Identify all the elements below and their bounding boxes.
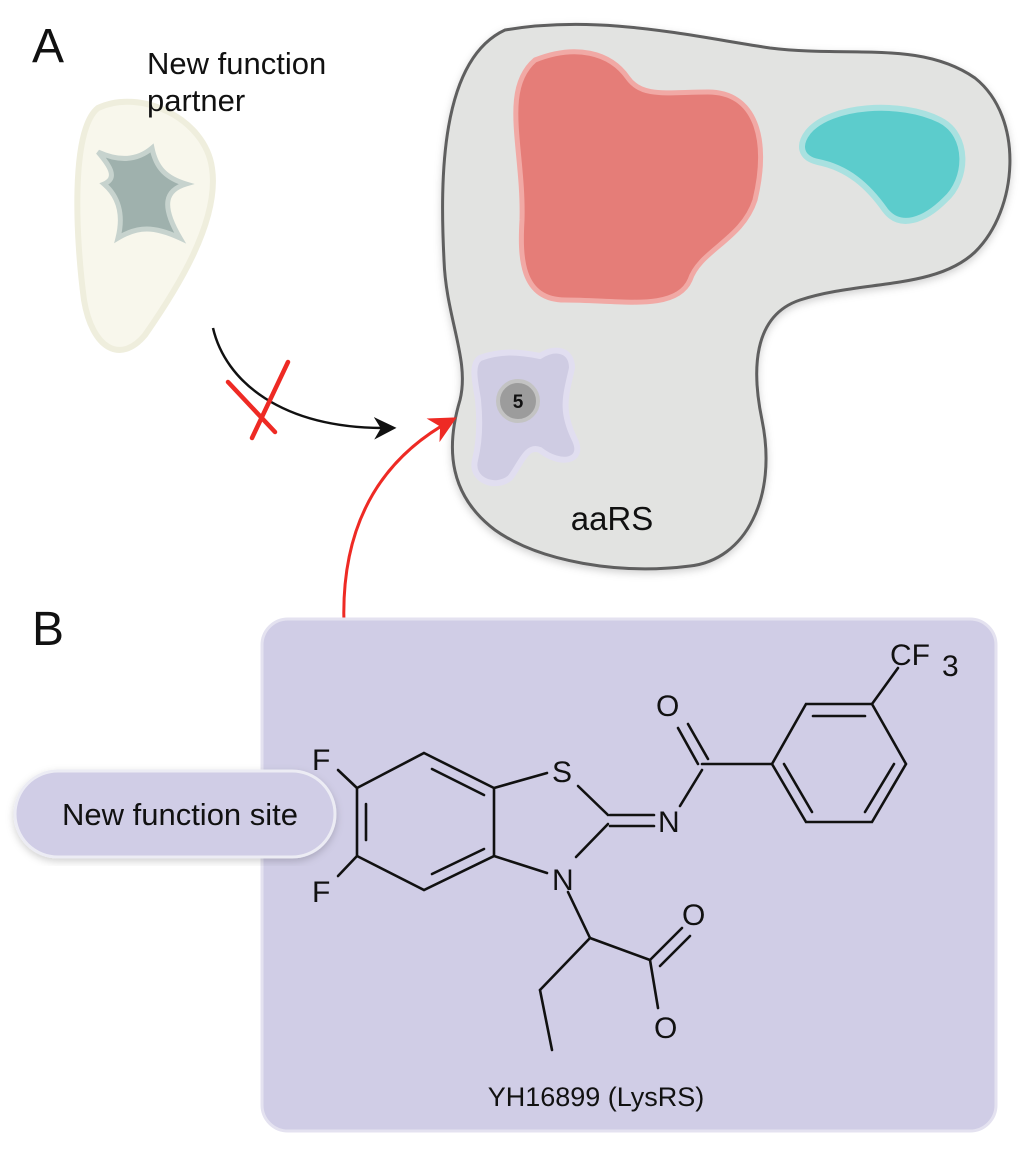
red-domain <box>513 49 764 305</box>
site-number-label: 5 <box>513 392 524 413</box>
blocked-interaction-arrow <box>211 327 397 440</box>
site-callout-pill <box>13 769 337 859</box>
atom-o-acid-bottom: O <box>654 1012 677 1045</box>
compound-binding-arrow <box>342 417 457 643</box>
partner-label-line1: New function <box>147 46 326 81</box>
atom-o-carbonyl: O <box>656 690 679 723</box>
panel-a-label: A <box>32 20 64 73</box>
teal-domain <box>799 104 966 224</box>
atom-s: S <box>552 756 572 789</box>
partner-star-icon <box>96 143 195 244</box>
atom-cf3-subscript: 3 <box>942 650 959 683</box>
compound-panel <box>260 617 998 1133</box>
site-number-badge <box>496 379 540 423</box>
new-function-partner <box>74 98 216 353</box>
atom-f-bottom: F <box>312 876 330 909</box>
compound-caption: YH16899 (LysRS) <box>488 1082 705 1112</box>
blocked-cross-icon <box>225 359 291 441</box>
atom-cf3: CF <box>890 639 930 672</box>
site-callout-text: New function site <box>62 797 298 832</box>
panel-b-label: B <box>32 603 64 656</box>
atom-labels: S N N O F F O O CF 3 <box>312 639 959 1045</box>
aars-label: aaRS <box>571 500 654 537</box>
atom-f-top: F <box>312 744 330 777</box>
partner-label-line2: partner <box>147 83 245 118</box>
chemical-structure <box>336 666 908 1052</box>
phenyl-ring <box>770 702 908 824</box>
atom-o-acid-top: O <box>682 899 705 932</box>
atom-n-ring: N <box>552 864 574 897</box>
atom-n-imine: N <box>658 806 680 839</box>
site-callout: New function site <box>13 769 337 859</box>
